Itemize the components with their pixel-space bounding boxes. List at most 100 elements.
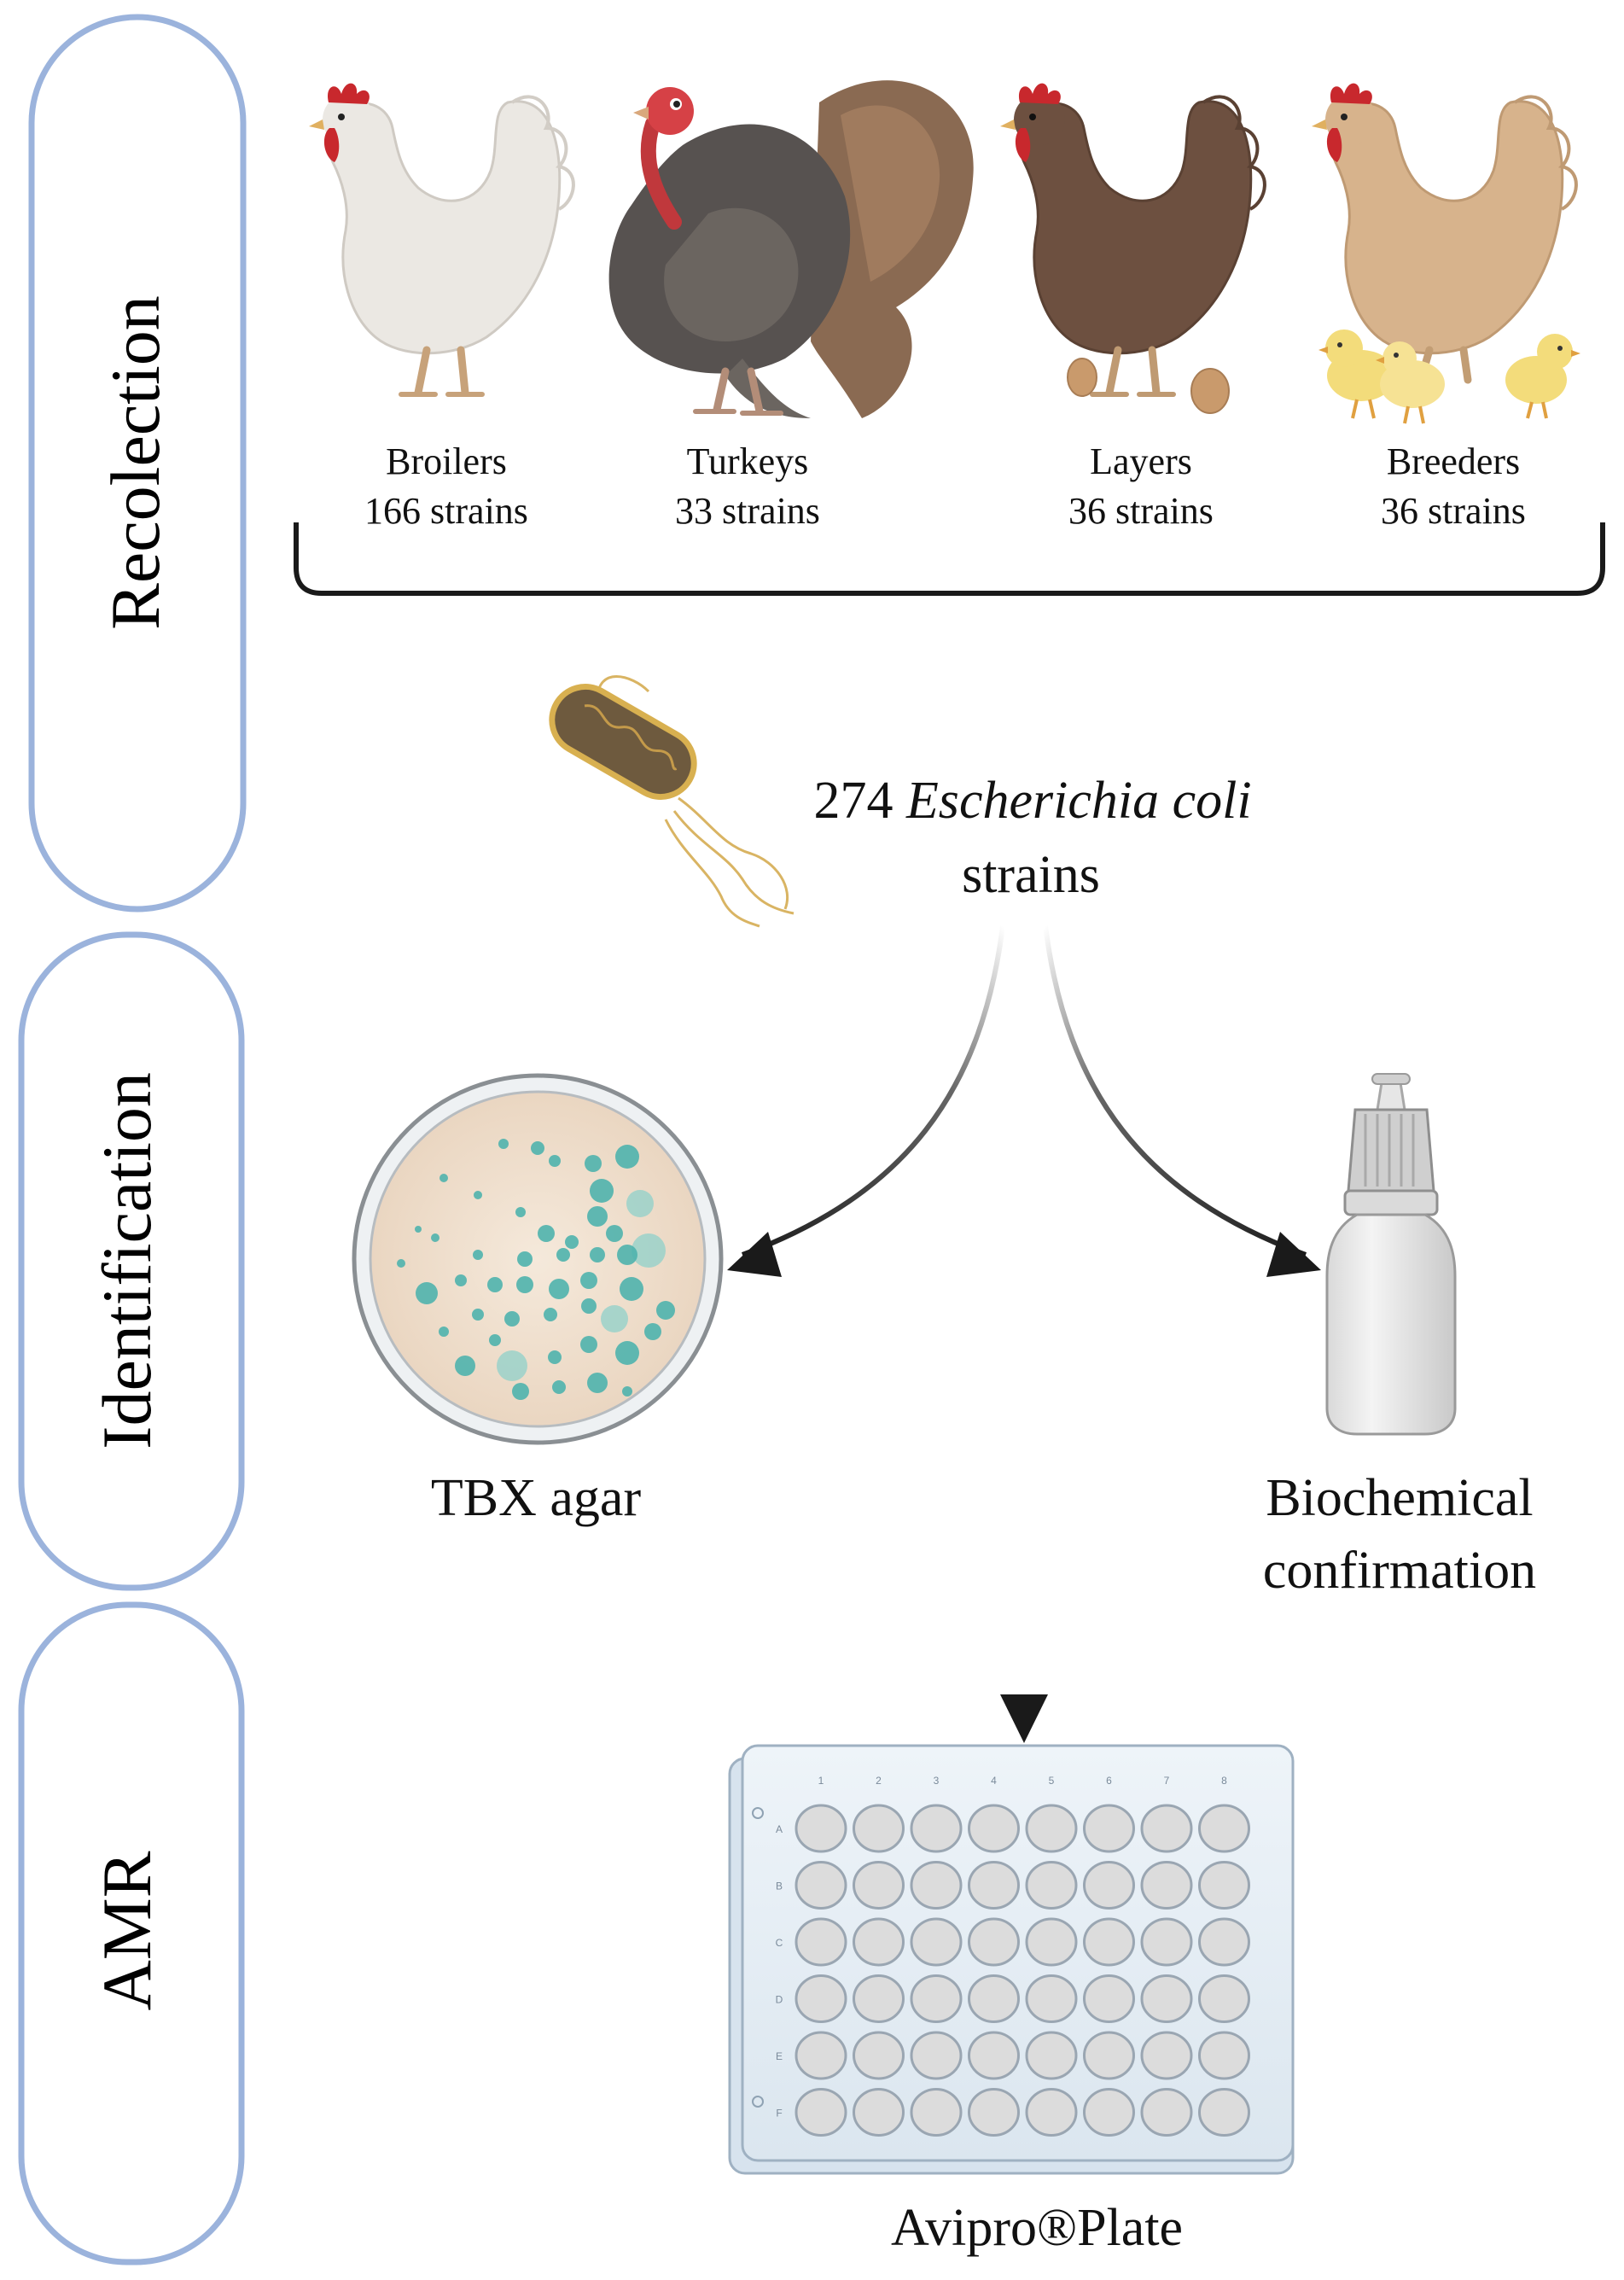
plate-column-label: 5 (1049, 1775, 1055, 1787)
flow-arrows (727, 925, 1321, 1743)
plate-well (910, 1917, 963, 1967)
broilers-label: Broilers (386, 440, 507, 482)
plate-well (1025, 1861, 1078, 1910)
colony (487, 1277, 503, 1292)
colony (489, 1334, 501, 1346)
colony (615, 1341, 639, 1365)
breeders-count: 36 strains (1381, 490, 1526, 532)
plate-well (1198, 1974, 1250, 2023)
agar-label: TBX agar (431, 1469, 642, 1527)
plate-well (1198, 2088, 1250, 2137)
arrow-to-agar (741, 925, 1005, 1257)
plate-well (795, 2031, 847, 2080)
plate-row-label: C (776, 1937, 783, 1949)
plate-well (1025, 1804, 1078, 1853)
plate-row-label: D (776, 1994, 783, 2006)
colony (581, 1298, 597, 1314)
source-labels: Broilers 166 strains Turkeys 33 strains … (364, 440, 1526, 532)
breeder-icon (1312, 83, 1580, 424)
bacterium-icon (549, 675, 795, 928)
colony (620, 1277, 643, 1301)
arrow-to-biochem (1043, 925, 1307, 1257)
colony (615, 1145, 639, 1169)
plate-well (853, 1917, 905, 1967)
grouping-bracket (294, 522, 1605, 596)
reagent-bottle-icon (1325, 1073, 1457, 1436)
plate-well (1083, 1974, 1135, 2023)
plate-column-label: 7 (1164, 1775, 1170, 1787)
stage-label-recolection: Recolection (96, 295, 174, 630)
plate-well (1140, 1804, 1193, 1853)
plate-well (853, 2031, 905, 2080)
broilers-count: 166 strains (364, 490, 528, 532)
plate-well (1025, 2088, 1078, 2137)
plate-well (1083, 2031, 1135, 2080)
broiler-icon (309, 83, 575, 397)
chick-icon (1505, 334, 1580, 419)
plate-well (1140, 1917, 1193, 1967)
plate-row-label: F (776, 2108, 782, 2120)
layer-icon (1000, 83, 1266, 414)
plate-well (1083, 2088, 1135, 2137)
plate-well (853, 2088, 905, 2137)
colony (474, 1191, 482, 1199)
biochem-label-line2: confirmation (1263, 1542, 1536, 1600)
plate-well (968, 2088, 1020, 2137)
plate-well (968, 2031, 1020, 2080)
plate-well (910, 1804, 963, 1853)
plate-well (968, 1917, 1020, 1967)
plate-well (1025, 1917, 1078, 1967)
colony (515, 1207, 526, 1217)
colony (455, 1274, 467, 1286)
plate-well (1025, 1974, 1078, 2023)
plate-well (1083, 1804, 1135, 1853)
plate-well (1198, 1861, 1250, 1910)
plate-column-label: 1 (818, 1775, 824, 1787)
plate-well (968, 1861, 1020, 1910)
colony (626, 1190, 654, 1217)
colony (587, 1373, 608, 1393)
colony (538, 1225, 555, 1242)
plate-well (1025, 2031, 1078, 2080)
isolate-unit: strains (962, 846, 1100, 904)
plate-well (795, 1861, 847, 1910)
plate-well (853, 1861, 905, 1910)
isolate-heading: 274 Escherichia coli (813, 772, 1251, 830)
colony (549, 1155, 561, 1167)
colony (644, 1323, 661, 1340)
plate-well (795, 2088, 847, 2137)
colony (556, 1248, 570, 1262)
plate-well (1198, 1917, 1250, 1967)
plate-well (1083, 1861, 1135, 1910)
plate-well (1140, 2088, 1193, 2137)
colony (548, 1350, 562, 1364)
colony (632, 1233, 666, 1268)
colony (439, 1174, 448, 1182)
plate-column-label: 8 (1221, 1775, 1227, 1787)
colony (415, 1226, 422, 1233)
colony (580, 1336, 597, 1353)
plate-column-label: 6 (1106, 1775, 1112, 1787)
plate-well (1083, 1917, 1135, 1967)
plate-well (1198, 1804, 1250, 1853)
plate-well (1140, 1974, 1193, 2023)
colony (549, 1279, 569, 1299)
colony (439, 1327, 449, 1337)
colony (531, 1141, 544, 1155)
layers-count: 36 strains (1068, 490, 1214, 532)
colony (544, 1308, 557, 1321)
stage-label-amr: AMR (88, 1851, 166, 2010)
colony (455, 1356, 475, 1376)
petri-dish-icon (352, 1073, 724, 1445)
colony (397, 1259, 405, 1268)
plate-well (795, 1974, 847, 2023)
turkeys-count: 33 strains (675, 490, 820, 532)
stage-amr: AMR (18, 1601, 245, 2265)
plate-well (795, 1917, 847, 1967)
colony (601, 1305, 628, 1332)
colony (416, 1282, 438, 1304)
plate-column-label: 3 (934, 1775, 940, 1787)
colony (587, 1206, 608, 1227)
